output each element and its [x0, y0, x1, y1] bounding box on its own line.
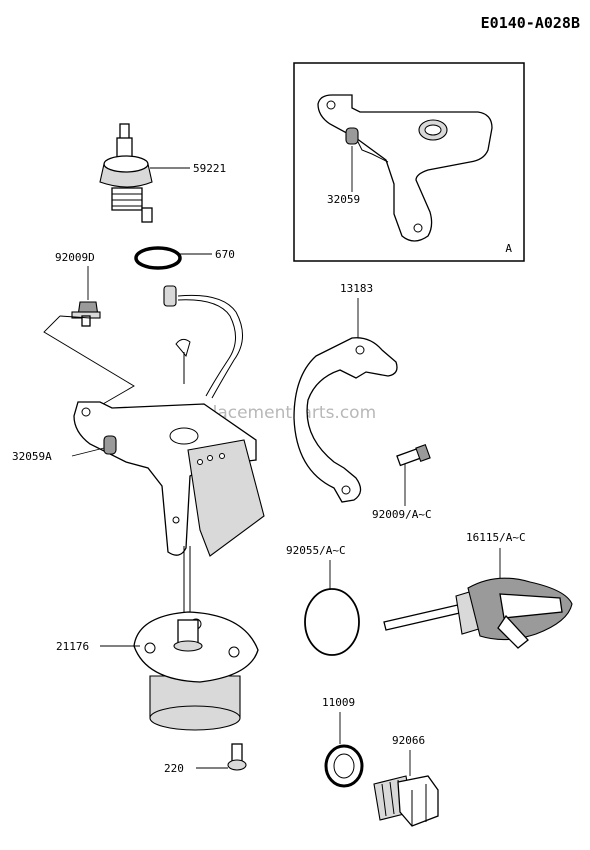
inset-bracket	[317, 94, 493, 242]
part-59221-fitting	[99, 123, 153, 223]
part-670-o-ring	[134, 246, 182, 270]
label-92066: 92066	[392, 734, 425, 747]
hose-loop	[163, 285, 243, 399]
label-59221: 59221	[193, 162, 226, 175]
part-92055ac-o-ring	[304, 588, 360, 656]
part-92066-drain-plug	[373, 775, 439, 827]
main-bracket	[73, 401, 265, 557]
part-11009-washer	[324, 744, 364, 788]
label-220: 220	[164, 762, 184, 775]
part-16115ac-dipstick	[383, 577, 573, 649]
inset-letter: A	[505, 242, 512, 255]
part-13183-clamp	[293, 337, 398, 503]
inset-box-a: A 32059	[293, 62, 525, 262]
label-92009ac: 92009/A~C	[372, 508, 432, 521]
diagram-code: E0140-A028B	[481, 14, 580, 32]
label-92055ac: 92055/A~C	[286, 544, 346, 557]
label-13183: 13183	[340, 282, 373, 295]
label-11009: 11009	[322, 696, 355, 709]
label-670: 670	[215, 248, 235, 261]
part-220-screw	[227, 743, 247, 771]
label-32059: 32059	[327, 193, 360, 206]
label-32059a: 32059A	[12, 450, 52, 463]
label-21176: 21176	[56, 640, 89, 653]
part-92009ac-screw	[396, 444, 431, 467]
label-16115ac: 16115/A~C	[466, 531, 526, 544]
part-32059a-grommet	[103, 435, 117, 455]
inset-grommet-32059	[345, 127, 359, 145]
part-21176-sensor	[133, 611, 259, 731]
label-92009d: 92009D	[55, 251, 95, 264]
part-92009d-bolt	[71, 301, 101, 327]
float-rod	[183, 546, 191, 612]
